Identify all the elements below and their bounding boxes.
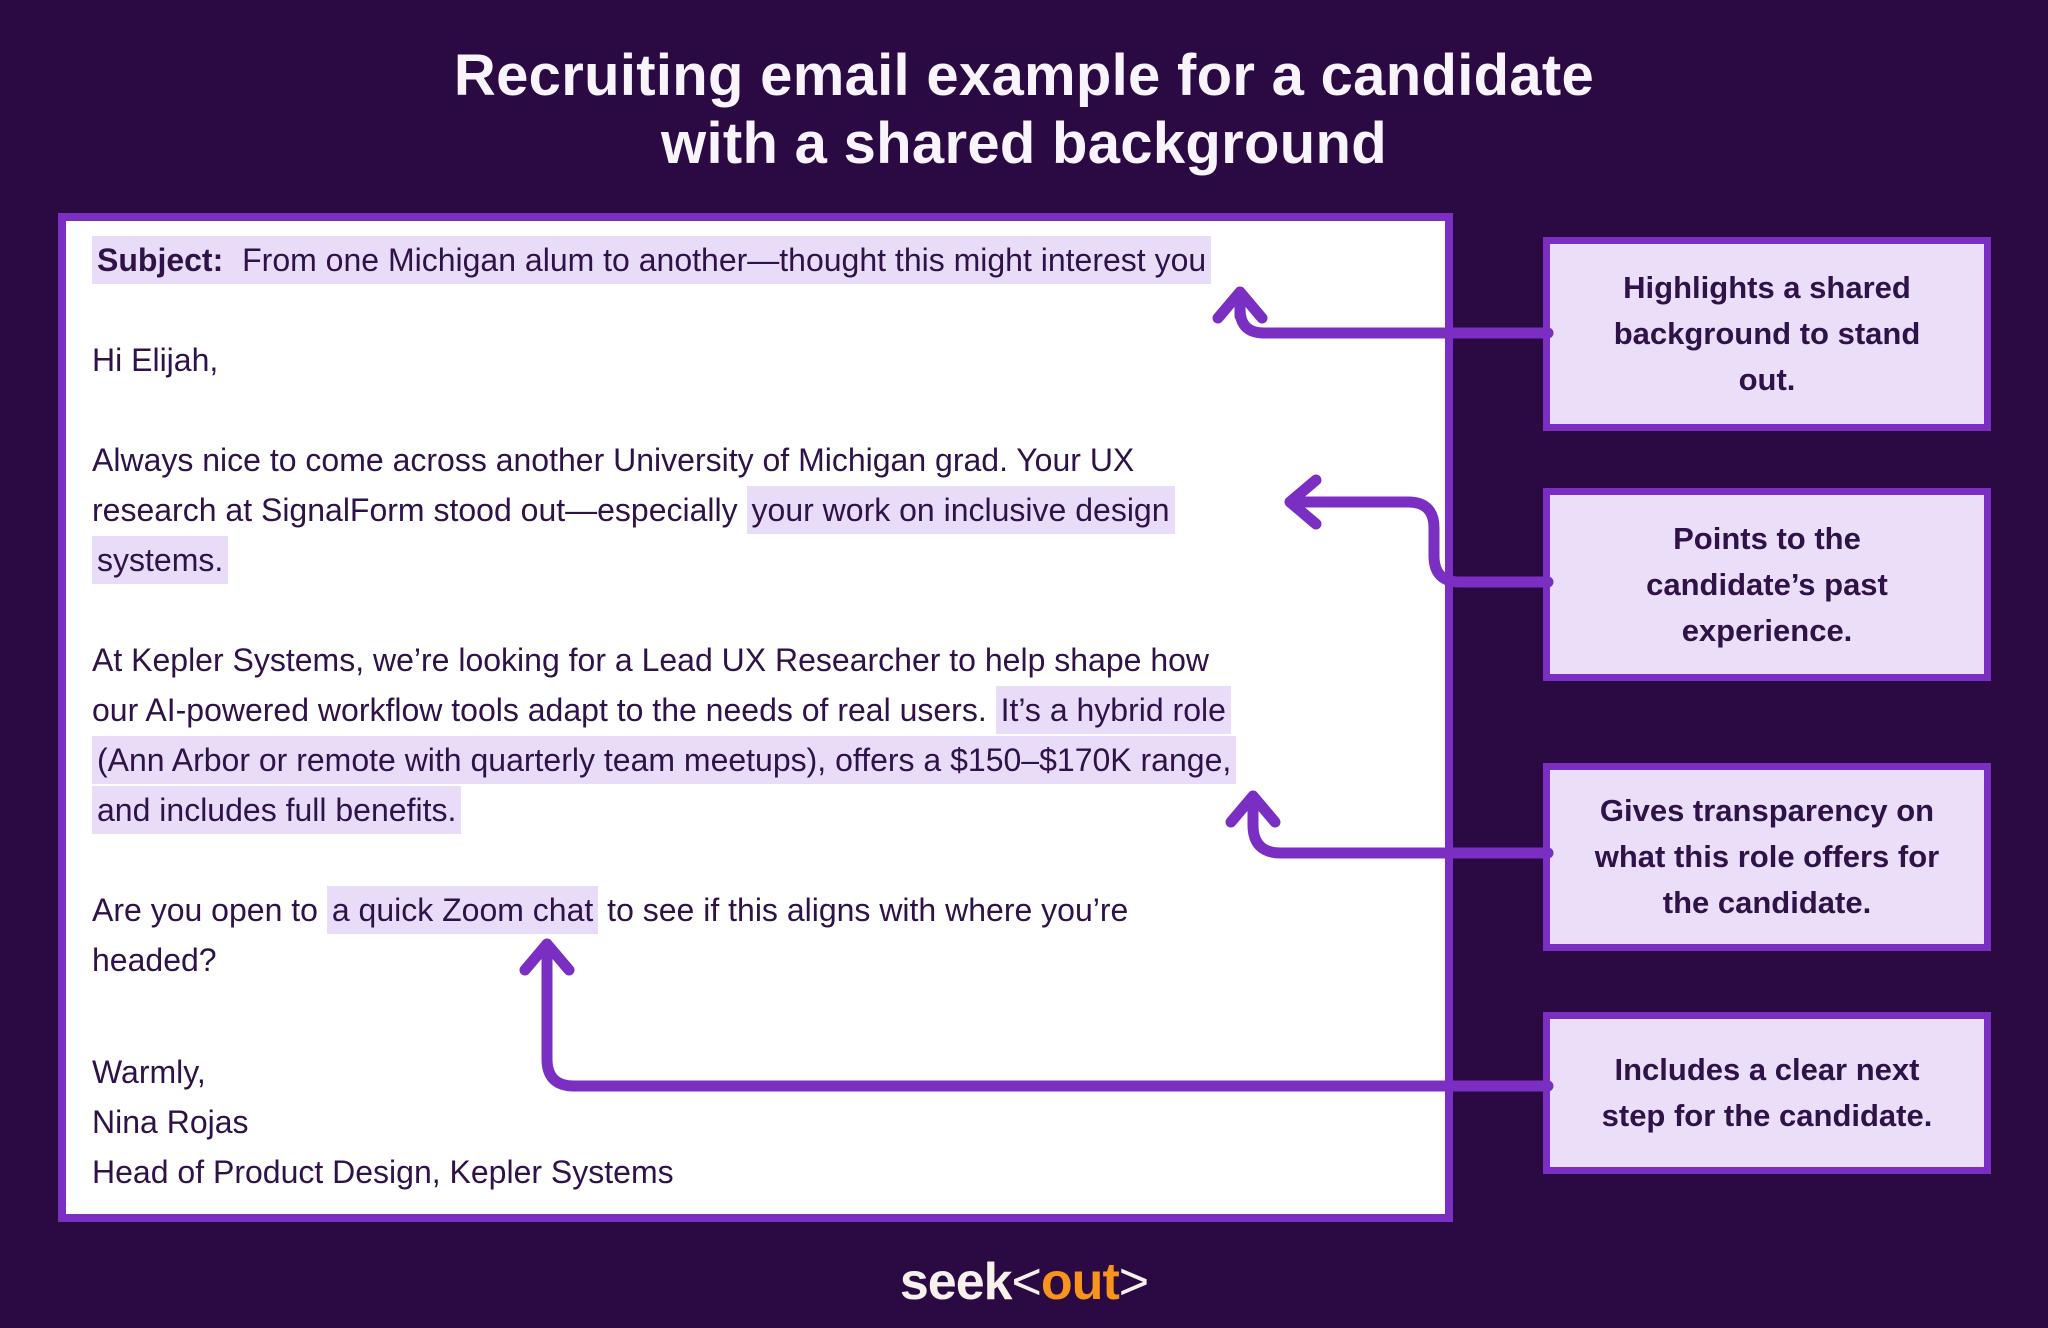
- seekout-logo-out: out: [1040, 1253, 1120, 1311]
- email-text: to see if this aligns with where you’re: [598, 892, 1129, 928]
- email-card: Subject: From one Michigan alum to anoth…: [58, 213, 1453, 1222]
- email-paragraph: Are you open to a quick Zoom chat to see…: [92, 885, 1427, 985]
- email-text: Are you open to: [92, 892, 327, 928]
- email-text: research at SignalForm stood out—especia…: [92, 492, 747, 528]
- highlighted-text: Subject:: [92, 236, 229, 284]
- page-title-line1: Recruiting email example for a candidate: [453, 43, 1595, 108]
- email-text: Warmly,: [92, 1054, 206, 1090]
- highlighted-text: systems.: [92, 536, 229, 584]
- highlighted-text: It’s a hybrid role: [995, 686, 1231, 734]
- seekout-logo-open-bracket: <: [1011, 1253, 1042, 1311]
- seekout-logo-seek: seek: [899, 1253, 1013, 1311]
- email-text: Hi Elijah,: [92, 342, 219, 378]
- email-body: Subject: From one Michigan alum to anoth…: [92, 235, 1427, 1204]
- highlighted-text: your work on inclusive design: [746, 486, 1175, 534]
- email-paragraph: Hi Elijah,: [92, 335, 1427, 385]
- seekout-logo-close-bracket: >: [1118, 1253, 1149, 1311]
- page-title: Recruiting email example for a candidate…: [0, 42, 2048, 178]
- email-text: our AI-powered workflow tools adapt to t…: [92, 692, 996, 728]
- email-text: At Kepler Systems, we’re looking for a L…: [92, 642, 1210, 678]
- email-paragraph: Always nice to come across another Unive…: [92, 435, 1427, 585]
- email-paragraph: Subject: From one Michigan alum to anoth…: [92, 235, 1427, 285]
- email-text: Head of Product Design, Kepler Systems: [92, 1154, 674, 1190]
- email-paragraph: At Kepler Systems, we’re looking for a L…: [92, 635, 1427, 835]
- email-text: Nina Rojas: [92, 1104, 249, 1140]
- highlighted-text: and includes full benefits.: [92, 786, 462, 834]
- highlighted-text: From one Michigan alum to another—though…: [228, 236, 1212, 284]
- seekout-logo: seek<out>: [0, 1252, 2048, 1312]
- highlighted-text: (Ann Arbor or remote with quarterly team…: [92, 736, 1237, 784]
- page-title-line2: with a shared background: [661, 110, 1387, 176]
- email-text: Always nice to come across another Unive…: [92, 442, 1135, 478]
- highlighted-text: a quick Zoom chat: [326, 886, 599, 934]
- email-text: headed?: [92, 942, 217, 978]
